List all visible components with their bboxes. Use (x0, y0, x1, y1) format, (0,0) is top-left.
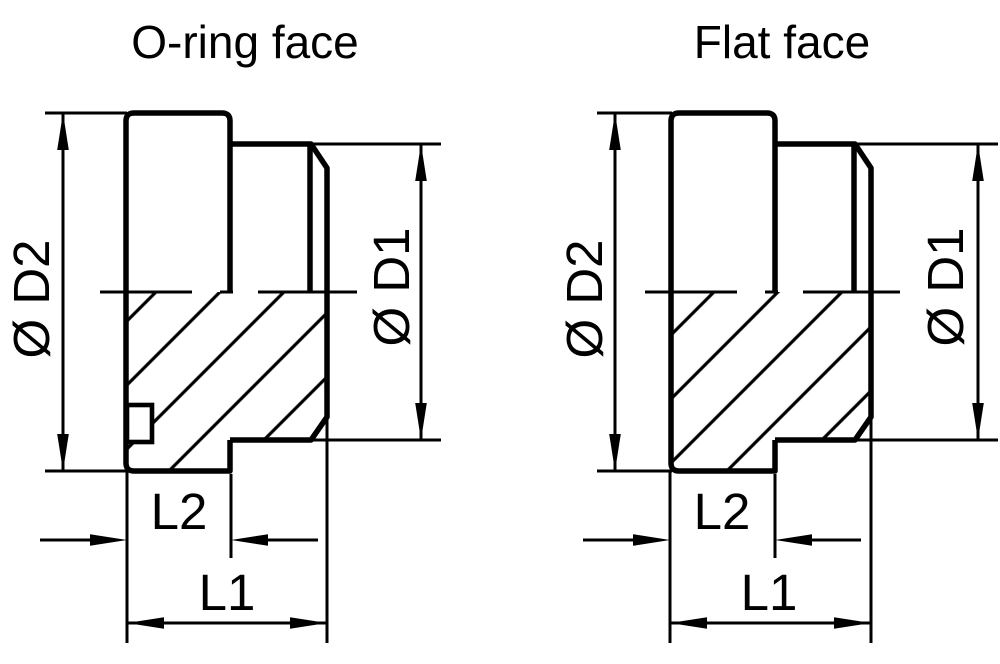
arrowhead-left (231, 534, 268, 546)
arrowhead-right (90, 534, 127, 546)
arrowhead-left (127, 617, 164, 629)
arrowhead-right (290, 617, 327, 629)
flange-outline (668, 110, 778, 474)
flange-outline (123, 110, 233, 474)
dim-d2: Ø D2 (556, 111, 672, 473)
dim-d2: Ø D2 (3, 111, 127, 473)
arrowhead-up (415, 144, 427, 181)
dim-label-l2: L2 (151, 483, 208, 540)
arrowhead-right (633, 534, 670, 546)
dim-label-d1: Ø D1 (917, 227, 974, 346)
dim-d1: Ø D1 (857, 142, 998, 442)
dim-l1: L1 (670, 417, 873, 643)
dim-l2: L2 (583, 471, 861, 643)
view-title-flat: Flat face (694, 16, 870, 68)
view-title-oring: O-ring face (131, 16, 359, 68)
section-hatch (126, 292, 327, 471)
dim-l1: L1 (127, 417, 329, 643)
arrowhead-left (670, 617, 707, 629)
dim-label-l1: L1 (199, 564, 256, 621)
dim-label-l1: L1 (741, 564, 798, 621)
dim-l2: L2 (40, 471, 318, 643)
arrowhead-up (972, 144, 984, 181)
arrowhead-left (775, 534, 812, 546)
arrowhead-up (609, 113, 621, 150)
dim-label-d2: Ø D2 (3, 239, 60, 358)
dim-label-d1: Ø D1 (363, 227, 420, 346)
view-flat-face: Flat face Ø D2 Ø D1 (556, 16, 998, 643)
arrowhead-down (415, 403, 427, 440)
arrowhead-down (609, 434, 621, 471)
view-oring-face: O-ring face Ø D2 Ø D1 (3, 16, 441, 643)
section-hatch (671, 292, 871, 471)
dim-label-l2: L2 (694, 483, 751, 540)
arrowhead-right (834, 617, 871, 629)
arrowhead-down (57, 434, 69, 471)
oring-groove (124, 402, 155, 445)
dim-label-d2: Ø D2 (556, 239, 613, 358)
arrowhead-down (972, 403, 984, 440)
dim-d1: Ø D1 (313, 142, 441, 442)
arrowhead-up (57, 113, 69, 150)
